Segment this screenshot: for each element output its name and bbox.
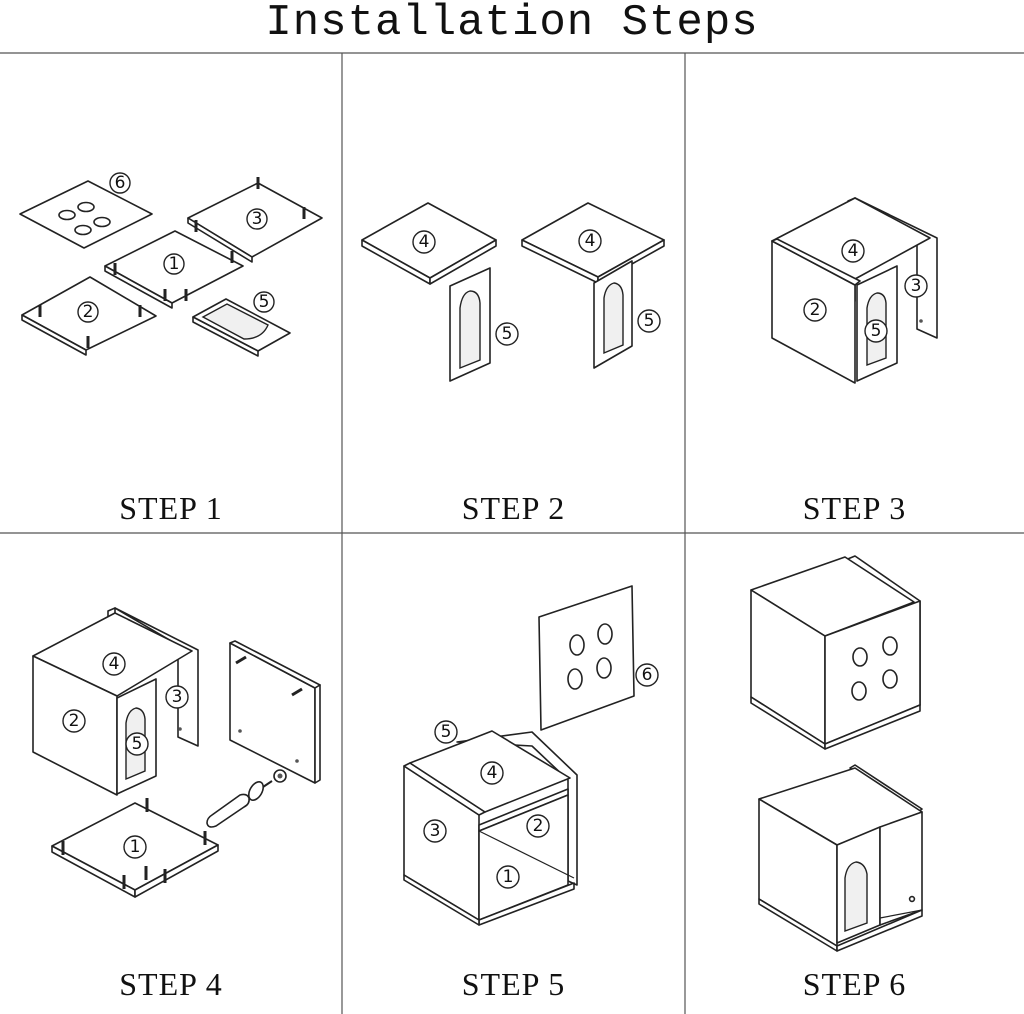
step-6-diagram (750, 555, 923, 952)
step-4-panel: 4 2 3 5 1 STEP 4 (0, 533, 342, 1014)
step-1-label: STEP 1 (119, 490, 223, 526)
step-1-part-6: 6 (115, 173, 126, 193)
step-3-part-5: 5 (871, 321, 882, 341)
step-3-panel: 4 2 3 5 STEP 3 (685, 53, 1024, 533)
step-2-diagram: 4 5 4 5 (361, 202, 665, 382)
step-1-part-1: 1 (169, 254, 180, 274)
step-1-panel: 6 3 1 2 5 STEP 1 (0, 53, 342, 533)
step-4-part-1: 1 (130, 837, 141, 857)
step-2-part-4b: 4 (585, 231, 596, 251)
step-2-part-5b: 5 (644, 311, 655, 331)
step-3-label: STEP 3 (802, 490, 907, 526)
step-4-label: STEP 4 (119, 966, 223, 1002)
step-2-label: STEP 2 (461, 490, 566, 526)
step-3-part-3: 3 (911, 276, 922, 296)
step-5-diagram: 6 5 4 3 2 1 (403, 585, 659, 926)
step-4-part-3: 3 (172, 687, 183, 707)
step-5-label: STEP 5 (461, 966, 566, 1002)
step-4-part-4: 4 (109, 654, 120, 674)
step-5-part-5: 5 (441, 722, 452, 742)
step-3-part-4: 4 (848, 241, 859, 261)
step-5-part-4: 4 (487, 763, 498, 783)
step-4-part-5: 5 (132, 734, 143, 754)
step-2-part-4a: 4 (419, 232, 430, 252)
step-3-part-2: 2 (810, 300, 821, 320)
step-6-label: STEP 6 (802, 966, 907, 1002)
step-1-part-5: 5 (259, 292, 270, 312)
step-1-part-2: 2 (83, 302, 94, 322)
step-6-panel: STEP 6 (685, 533, 1024, 1014)
step-3-diagram: 4 2 3 5 (771, 197, 938, 384)
step-5-part-3: 3 (430, 821, 441, 841)
step-4-part-2: 2 (69, 711, 80, 731)
step-1-part-3: 3 (252, 209, 263, 229)
step-4-diagram: 4 2 3 5 1 (32, 607, 321, 898)
step-5-part-6: 6 (642, 665, 653, 685)
page-title: Installation Steps (265, 0, 759, 48)
step-5-panel: 6 5 4 3 2 1 STEP 5 (342, 533, 685, 1014)
step-5-part-2: 2 (533, 816, 544, 836)
step-5-part-1: 1 (503, 867, 514, 887)
step-2-panel: 4 5 4 5 STEP 2 (342, 53, 685, 533)
step-1-diagram: 6 3 1 2 5 (19, 172, 323, 357)
step-2-part-5a: 5 (502, 324, 513, 344)
